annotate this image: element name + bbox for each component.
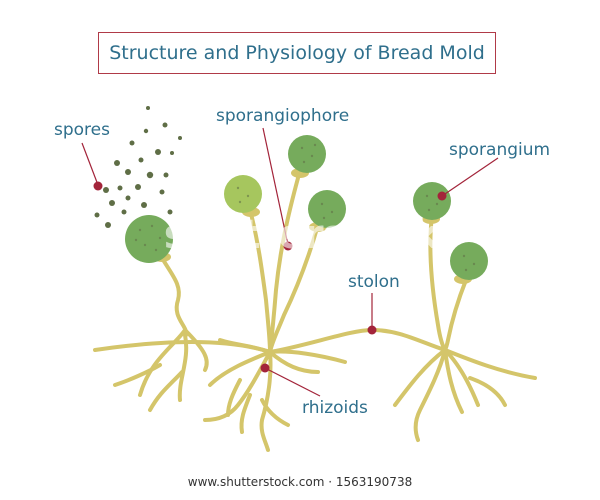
rhizoids-right [393, 348, 537, 442]
diagram-title: Structure and Physiology of Bread Mold [109, 42, 485, 64]
footer-bar: www.shutterstock.com · 1563190738 [0, 464, 600, 500]
footer-text: www.shutterstock.com · 1563190738 [187, 475, 413, 489]
sporangium-left [125, 215, 173, 263]
rhizoids-center [203, 338, 347, 452]
sporangium-right-top [413, 182, 451, 220]
pointer-dot-rhizoids [260, 363, 270, 373]
pointer-line-sporangiophore [262, 127, 289, 246]
pointer-dot-stolon [367, 325, 377, 335]
sporangium-right-bottom [450, 242, 488, 280]
watermark: shutterstock [163, 212, 440, 258]
sporangium-center-top [288, 135, 326, 173]
stolon-hypha [93, 328, 447, 354]
title-box: Structure and Physiology of Bread Mold [98, 32, 496, 74]
sporangiophores-right [428, 213, 468, 352]
label-sporangiophore: sporangiophore [216, 106, 350, 126]
label-rhizoids: rhizoids [302, 398, 368, 418]
label-sporangium: sporangium [449, 140, 551, 160]
pointer-dot-sporangium [437, 191, 447, 201]
pointer-dot-spores [93, 181, 103, 191]
spores-cloud [94, 106, 182, 228]
pointer-dot-sporangiophore [283, 241, 293, 251]
label-spores: spores [54, 120, 110, 140]
rhizoids-left [113, 328, 209, 412]
sporangiophores-center [248, 176, 320, 354]
label-stolon: stolon [348, 272, 400, 292]
sporangiophore-left [160, 256, 189, 337]
pointer-line-rhizoids [264, 367, 321, 397]
pointer-line-spores [81, 142, 99, 186]
pointer-line-sporangium [441, 157, 499, 197]
sporangium-center-right [308, 190, 346, 228]
sporangium-center-light [224, 175, 262, 213]
sporangia [125, 135, 488, 280]
